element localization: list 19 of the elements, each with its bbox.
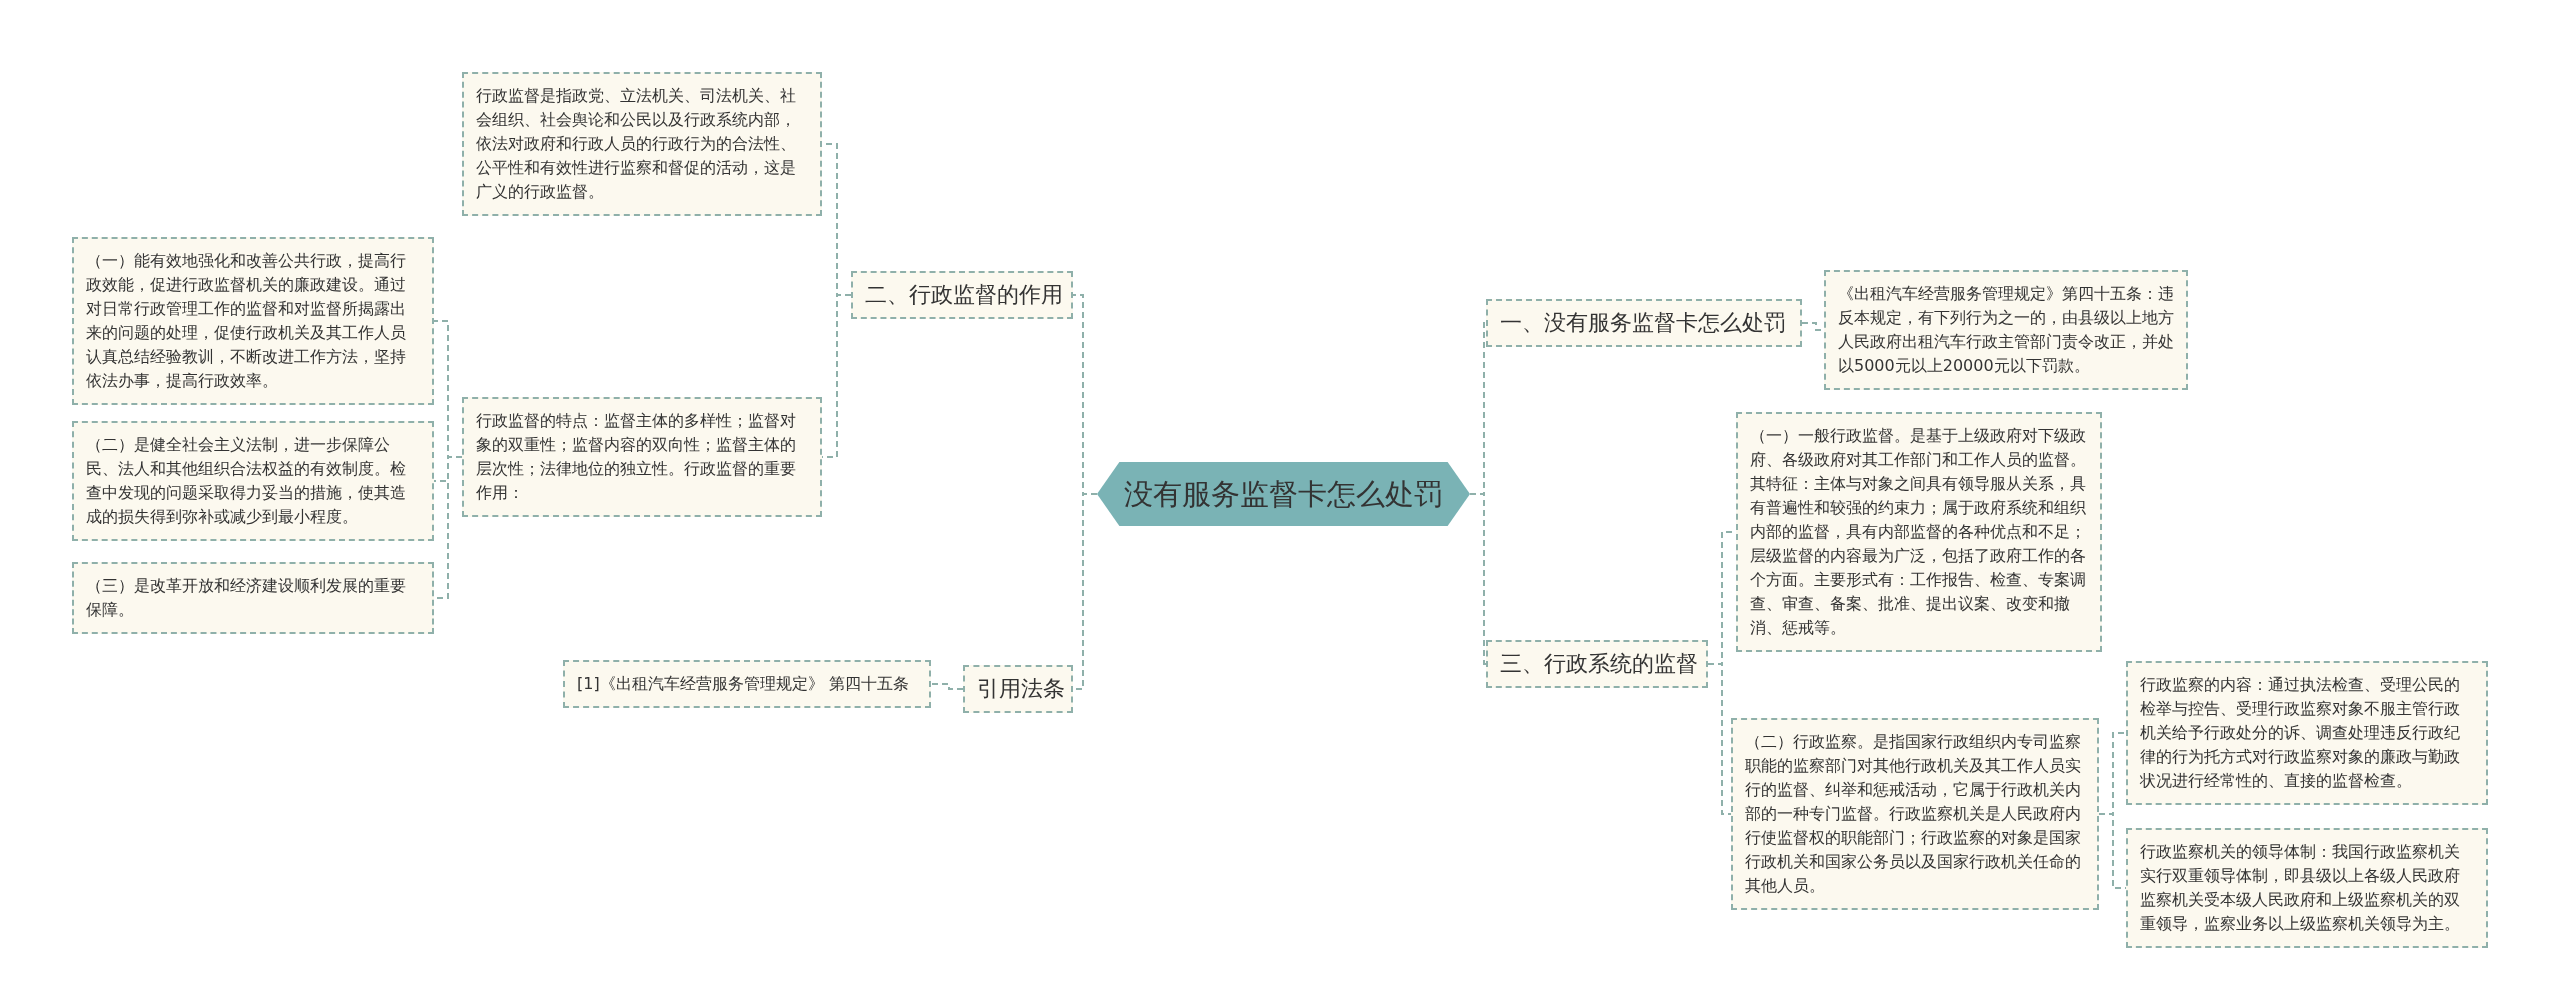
note-box: （二）是健全社会主义法制，进一步保障公民、法人和其他组织合法权益的有效制度。检查中发现的问题采取得力妥当的措施，使其造成的损失得到弥补或减少到最小程度。	[72, 421, 434, 541]
note-box: （一）一般行政监督。是基于上级政府对下级政府、各级政府对其工作部门和工作人员的监督。其特征：主体与对象之间具有领导服从关系，具有普遍性和较强的约束力；属于政府系统和组织内部的监督，具有内部监督的各种优点和不足；层级监督的内容最为广泛，包括了政府工作的各个方面。主要形式有：工作报告、检查、专案调查、审查、备案、批准、提出议案、改变和撤消、惩戒等。	[1736, 412, 2102, 652]
note-box: [1]《出租汽车经营服务管理规定》 第四十五条	[563, 660, 931, 708]
branch-topic: 一、没有服务监督卡怎么处罚	[1486, 299, 1802, 347]
branch-topic: 三、行政系统的监督	[1486, 640, 1708, 688]
note-box: 《出租汽车经营服务管理规定》第四十五条：违反本规定，有下列行为之一的，由县级以上地方人民政府出租汽车行政主管部门责令改正，并处以5000元以上20000元以下罚款。	[1824, 270, 2188, 390]
note-box: 行政监督是指政党、立法机关、司法机关、社会组织、社会舆论和公民以及行政系统内部，依法对政府和行政人员的行政行为的合法性、公平性和有效性进行监察和督促的活动，这是广义的行政监督。	[462, 72, 822, 216]
note-box: （二）行政监察。是指国家行政组织内专司监察职能的监察部门对其他行政机关及其工作人员实行的监督、纠举和惩戒活动，它属于行政机关内部的一种专门监督。行政监察机关是人民政府内行使监督权的职能部门；行政监察的对象是国家行政机关和国家公务员以及国家行政机关任命的其他人员。	[1731, 718, 2099, 910]
note-box: （三）是改革开放和经济建设顺利发展的重要保障。	[72, 562, 434, 634]
branch-topic: 引用法条	[963, 665, 1073, 713]
note-box: 行政监察的内容：通过执法检查、受理公民的检举与控告、受理行政监察对象不服主管行政机关给予行政处分的诉、调查处理违反行政纪律的行为托方式对行政监察对象的廉政与勤政状况进行经常性的、直接的监督检查。	[2126, 661, 2488, 805]
connector-line	[1707, 663, 1732, 815]
note-box: 行政监督的特点：监督主体的多样性；监督对象的双重性；监督内容的双向性；监督主体的层次性；法律地位的独立性。行政监督的重要作用：	[462, 397, 822, 517]
note-box: 行政监察机关的领导体制：我国行政监察机关实行双重领导体制，即县级以上各级人民政府监察机关受本级人民政府和上级监察机关的双重领导，监察业务以上级监察机关领导为主。	[2126, 828, 2488, 948]
central-topic: 没有服务监督卡怎么处罚	[1097, 462, 1470, 526]
branch-topic: 二、行政监督的作用	[851, 271, 1073, 319]
connector-line	[930, 683, 964, 690]
connector-line	[1469, 493, 1487, 665]
note-box: （一）能有效地强化和改善公共行政，提高行政效能，促进行政监督机关的廉政建设。通过对日常行政管理工作的监督和对监督所揭露出来的问题的处理，促使行政机关及其工作人员认真总结经验教训，不断改进工作方法，坚持依法办事，提高行政效率。	[72, 237, 434, 405]
